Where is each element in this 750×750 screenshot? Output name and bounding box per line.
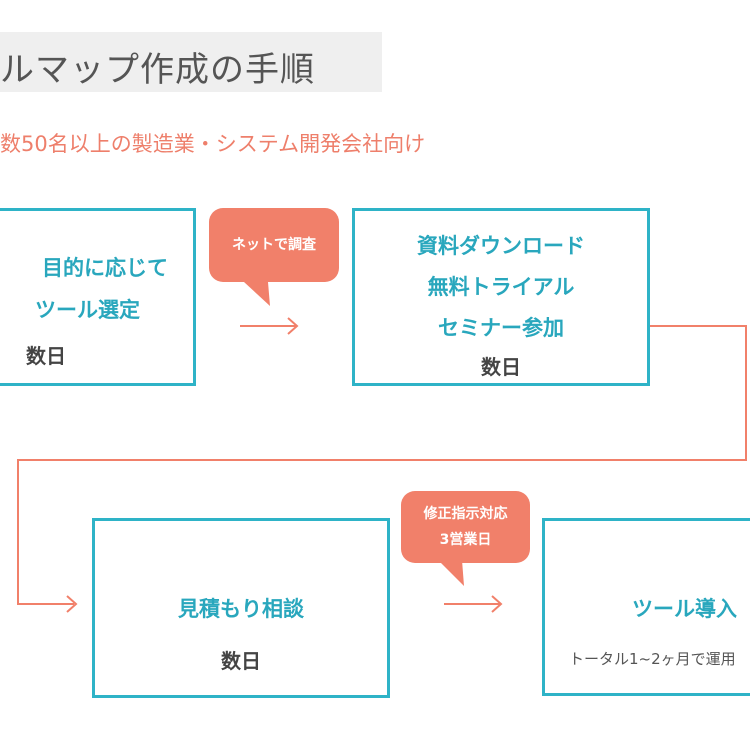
step-2-duration: 数日 — [481, 355, 521, 379]
step-3-line-1: 見積もり相談 — [178, 597, 304, 621]
bubble-2-tail — [438, 560, 464, 586]
arrow-1-head — [287, 317, 299, 335]
bubble-revision: 修正指示対応 3営業日 — [401, 491, 530, 563]
step-3-box — [92, 518, 390, 698]
step-4-box — [542, 518, 750, 696]
bubble-1-text: ネットで調査 — [232, 237, 316, 253]
connector-head — [66, 595, 78, 613]
arrow-2-head — [491, 595, 503, 613]
bubble-2-line-2: 3営業日 — [439, 532, 492, 548]
step-1-duration: 数日 — [26, 344, 66, 368]
connector-line — [17, 325, 747, 605]
step-1-box — [0, 208, 196, 386]
bubble-net-research: ネットで調査 — [209, 208, 339, 282]
step-1-line-2: ツール選定 — [35, 298, 140, 322]
step-2-line-3: セミナー参加 — [438, 316, 564, 340]
step-4-note: トータル1~2ヶ月で運用 — [569, 650, 736, 668]
title-background — [0, 32, 382, 92]
step-1-line-1: 目的に応じて — [42, 256, 168, 280]
step-3-duration: 数日 — [221, 649, 261, 673]
step-4-line-1: ツール導入 — [632, 597, 737, 621]
step-2-line-1: 資料ダウンロード — [417, 234, 585, 258]
bubble-1-tail — [244, 282, 270, 306]
step-2-box — [352, 208, 650, 386]
page-title: ルマップ作成の手順 — [0, 50, 315, 90]
bubble-2-line-1: 修正指示対応 — [423, 506, 508, 522]
step-2-line-2: 無料トライアル — [427, 275, 575, 299]
page-subtitle: 数50名以上の製造業・システム開発会社向け — [0, 132, 426, 156]
